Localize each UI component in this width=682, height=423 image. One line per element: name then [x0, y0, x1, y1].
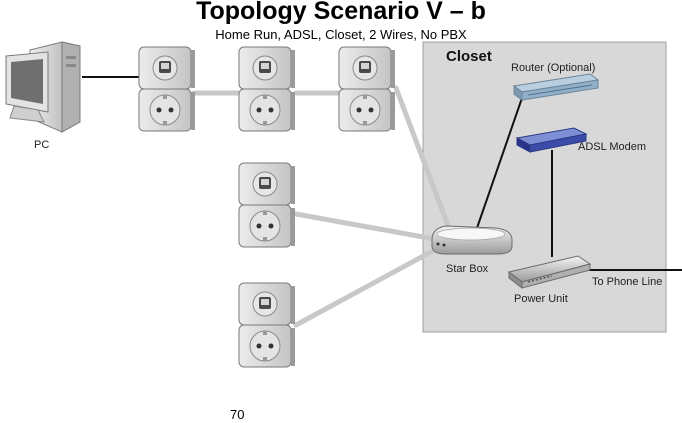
closet-label: Closet [446, 48, 492, 65]
wall-outlet-3 [338, 46, 396, 132]
star-box-label: Star Box [446, 263, 489, 275]
power-unit-label: Power Unit [514, 293, 568, 305]
pc-label: PC [34, 139, 49, 151]
modem-label: ADSL Modem [578, 141, 646, 153]
router-label: Router (Optional) [511, 62, 595, 74]
page-title: Topology Scenario V – b [196, 0, 486, 25]
pc-icon [5, 41, 81, 133]
wall-outlet-1 [138, 46, 196, 132]
wall-outlet-4 [238, 162, 296, 248]
power-unit-icon [507, 255, 592, 290]
black-wires [82, 76, 682, 271]
wall-outlet-5 [238, 282, 296, 368]
wire-outlet5-starbox [293, 244, 443, 328]
wall-outlet-2 [238, 46, 296, 132]
page-number: 70 [230, 407, 245, 422]
modem-icon [515, 127, 588, 153]
wire-outlet3-starbox [393, 85, 455, 239]
gray-wires [191, 85, 455, 328]
router-icon [512, 73, 600, 101]
page-subtitle: Home Run, ADSL, Closet, 2 Wires, No PBX [215, 27, 467, 42]
wire-outlet4-starbox [293, 211, 443, 243]
star-box-icon [431, 225, 513, 255]
phone-line-label: To Phone Line [592, 276, 662, 288]
wire-router-starbox [476, 97, 523, 229]
